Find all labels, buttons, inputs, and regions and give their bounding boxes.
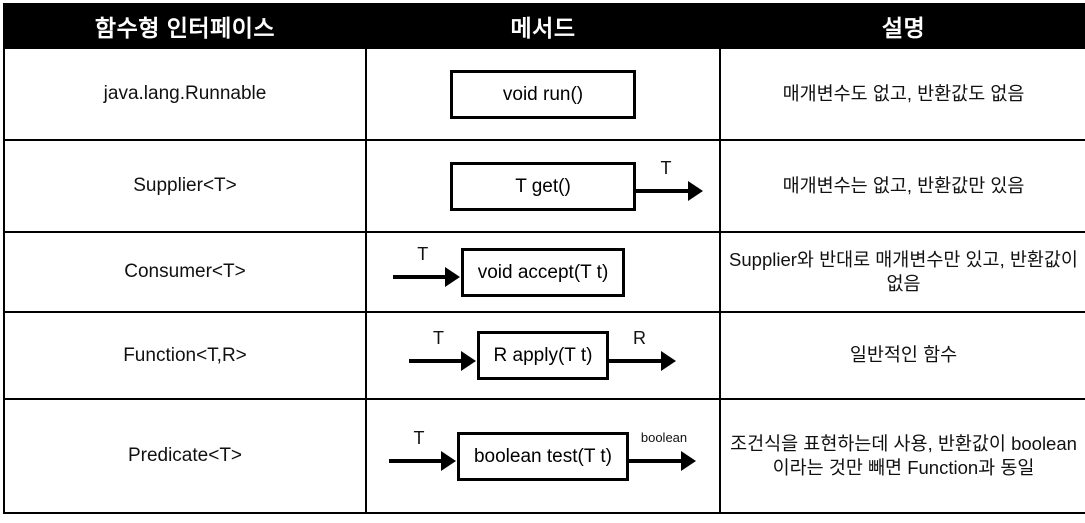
output-arrow-label: boolean bbox=[640, 430, 688, 445]
diagram-inner: T boolean test(T t) boolean bbox=[367, 429, 719, 481]
table-row: Predicate<T> T boolean test(T t) boolean bbox=[3, 398, 1085, 514]
method-diagram: T get() T bbox=[367, 159, 719, 211]
table-row: Supplier<T> T get() T bbox=[3, 139, 1085, 233]
header-functional-interface: 함수형 인터페이스 bbox=[3, 3, 367, 49]
method-signature-box: void accept(T t) bbox=[460, 247, 626, 297]
input-arrow-label: T bbox=[413, 428, 425, 448]
table-row: java.lang.Runnable void run() 매개변수도 없고, … bbox=[3, 47, 1085, 141]
input-arrow-label: T bbox=[433, 327, 445, 348]
method-signature-box: void run() bbox=[450, 69, 636, 119]
interface-name-cell: Predicate<T> bbox=[3, 398, 367, 514]
table-header-row: 함수형 인터페이스 메서드 설명 bbox=[3, 3, 1085, 49]
diagram-inner: T R apply(T t) R bbox=[367, 329, 719, 380]
interface-name-cell: java.lang.Runnable bbox=[3, 47, 367, 141]
arrow-head-icon bbox=[440, 451, 456, 471]
diagram-inner: T get() T bbox=[367, 159, 719, 211]
input-arrow: T bbox=[388, 429, 457, 473]
interface-name-cell: Consumer<T> bbox=[3, 231, 367, 313]
method-diagram-cell: void run() bbox=[365, 47, 721, 141]
method-diagram-cell: T void accept(T t) bbox=[365, 231, 721, 313]
description-cell: Supplier와 반대로 매개변수만 있고, 반환값이 없음 bbox=[719, 231, 1085, 313]
table-row: Consumer<T> T void accept(T t) bbox=[3, 231, 1085, 313]
arrow-shaft bbox=[609, 358, 666, 363]
output-arrow: boolean bbox=[629, 431, 697, 473]
method-diagram: T boolean test(T t) boolean bbox=[367, 429, 719, 481]
arrow-head-icon bbox=[661, 350, 677, 371]
table-body: java.lang.Runnable void run() 매개변수도 없고, … bbox=[3, 47, 1085, 514]
arrow-shaft bbox=[408, 358, 465, 363]
table-row: Function<T,R> T R apply(T t) R bbox=[3, 311, 1085, 400]
header-description: 설명 bbox=[719, 3, 1085, 49]
arrow-head-icon bbox=[460, 350, 476, 371]
description-cell: 매개변수도 없고, 반환값도 없음 bbox=[719, 47, 1085, 141]
output-arrow-label: T bbox=[660, 158, 672, 178]
method-diagram: T R apply(T t) R bbox=[367, 329, 719, 380]
method-diagram-cell: T get() T bbox=[365, 139, 721, 233]
arrow-shaft bbox=[629, 459, 685, 463]
output-arrow: T bbox=[636, 159, 704, 203]
arrow-shaft bbox=[636, 189, 692, 193]
method-diagram: void run() bbox=[367, 69, 719, 119]
diagram-inner: T void accept(T t) bbox=[367, 245, 719, 297]
input-arrow-label: T bbox=[417, 244, 429, 264]
method-signature-box: R apply(T t) bbox=[476, 331, 610, 380]
method-diagram-cell: T boolean test(T t) boolean bbox=[365, 398, 721, 514]
input-arrow: T bbox=[408, 329, 477, 373]
output-arrow-label: R bbox=[632, 327, 646, 348]
description-cell: 일반적인 함수 bbox=[719, 311, 1085, 400]
method-diagram: T void accept(T t) bbox=[367, 245, 719, 297]
output-arrow: R bbox=[609, 329, 677, 373]
arrow-shaft bbox=[388, 459, 445, 463]
table-header: 함수형 인터페이스 메서드 설명 bbox=[3, 3, 1085, 49]
description-cell: 조건식을 표현하는데 사용, 반환값이 boolean이라는 것만 빼면 Fun… bbox=[719, 398, 1085, 514]
interface-name-cell: Supplier<T> bbox=[3, 139, 367, 233]
diagram-inner: void run() bbox=[367, 69, 719, 119]
arrow-shaft bbox=[392, 275, 449, 279]
header-method: 메서드 bbox=[365, 3, 721, 49]
arrow-head-icon bbox=[681, 451, 696, 471]
interface-name-cell: Function<T,R> bbox=[3, 311, 367, 400]
arrow-head-icon bbox=[444, 267, 460, 287]
method-diagram-cell: T R apply(T t) R bbox=[365, 311, 721, 400]
arrow-head-icon bbox=[688, 181, 703, 201]
functional-interface-table: 함수형 인터페이스 메서드 설명 java.lang.Runnable void… bbox=[3, 3, 1085, 514]
input-arrow: T bbox=[392, 245, 461, 289]
method-signature-box: boolean test(T t) bbox=[456, 431, 629, 481]
description-cell: 매개변수는 없고, 반환값만 있음 bbox=[719, 139, 1085, 233]
method-signature-box: T get() bbox=[450, 161, 636, 211]
